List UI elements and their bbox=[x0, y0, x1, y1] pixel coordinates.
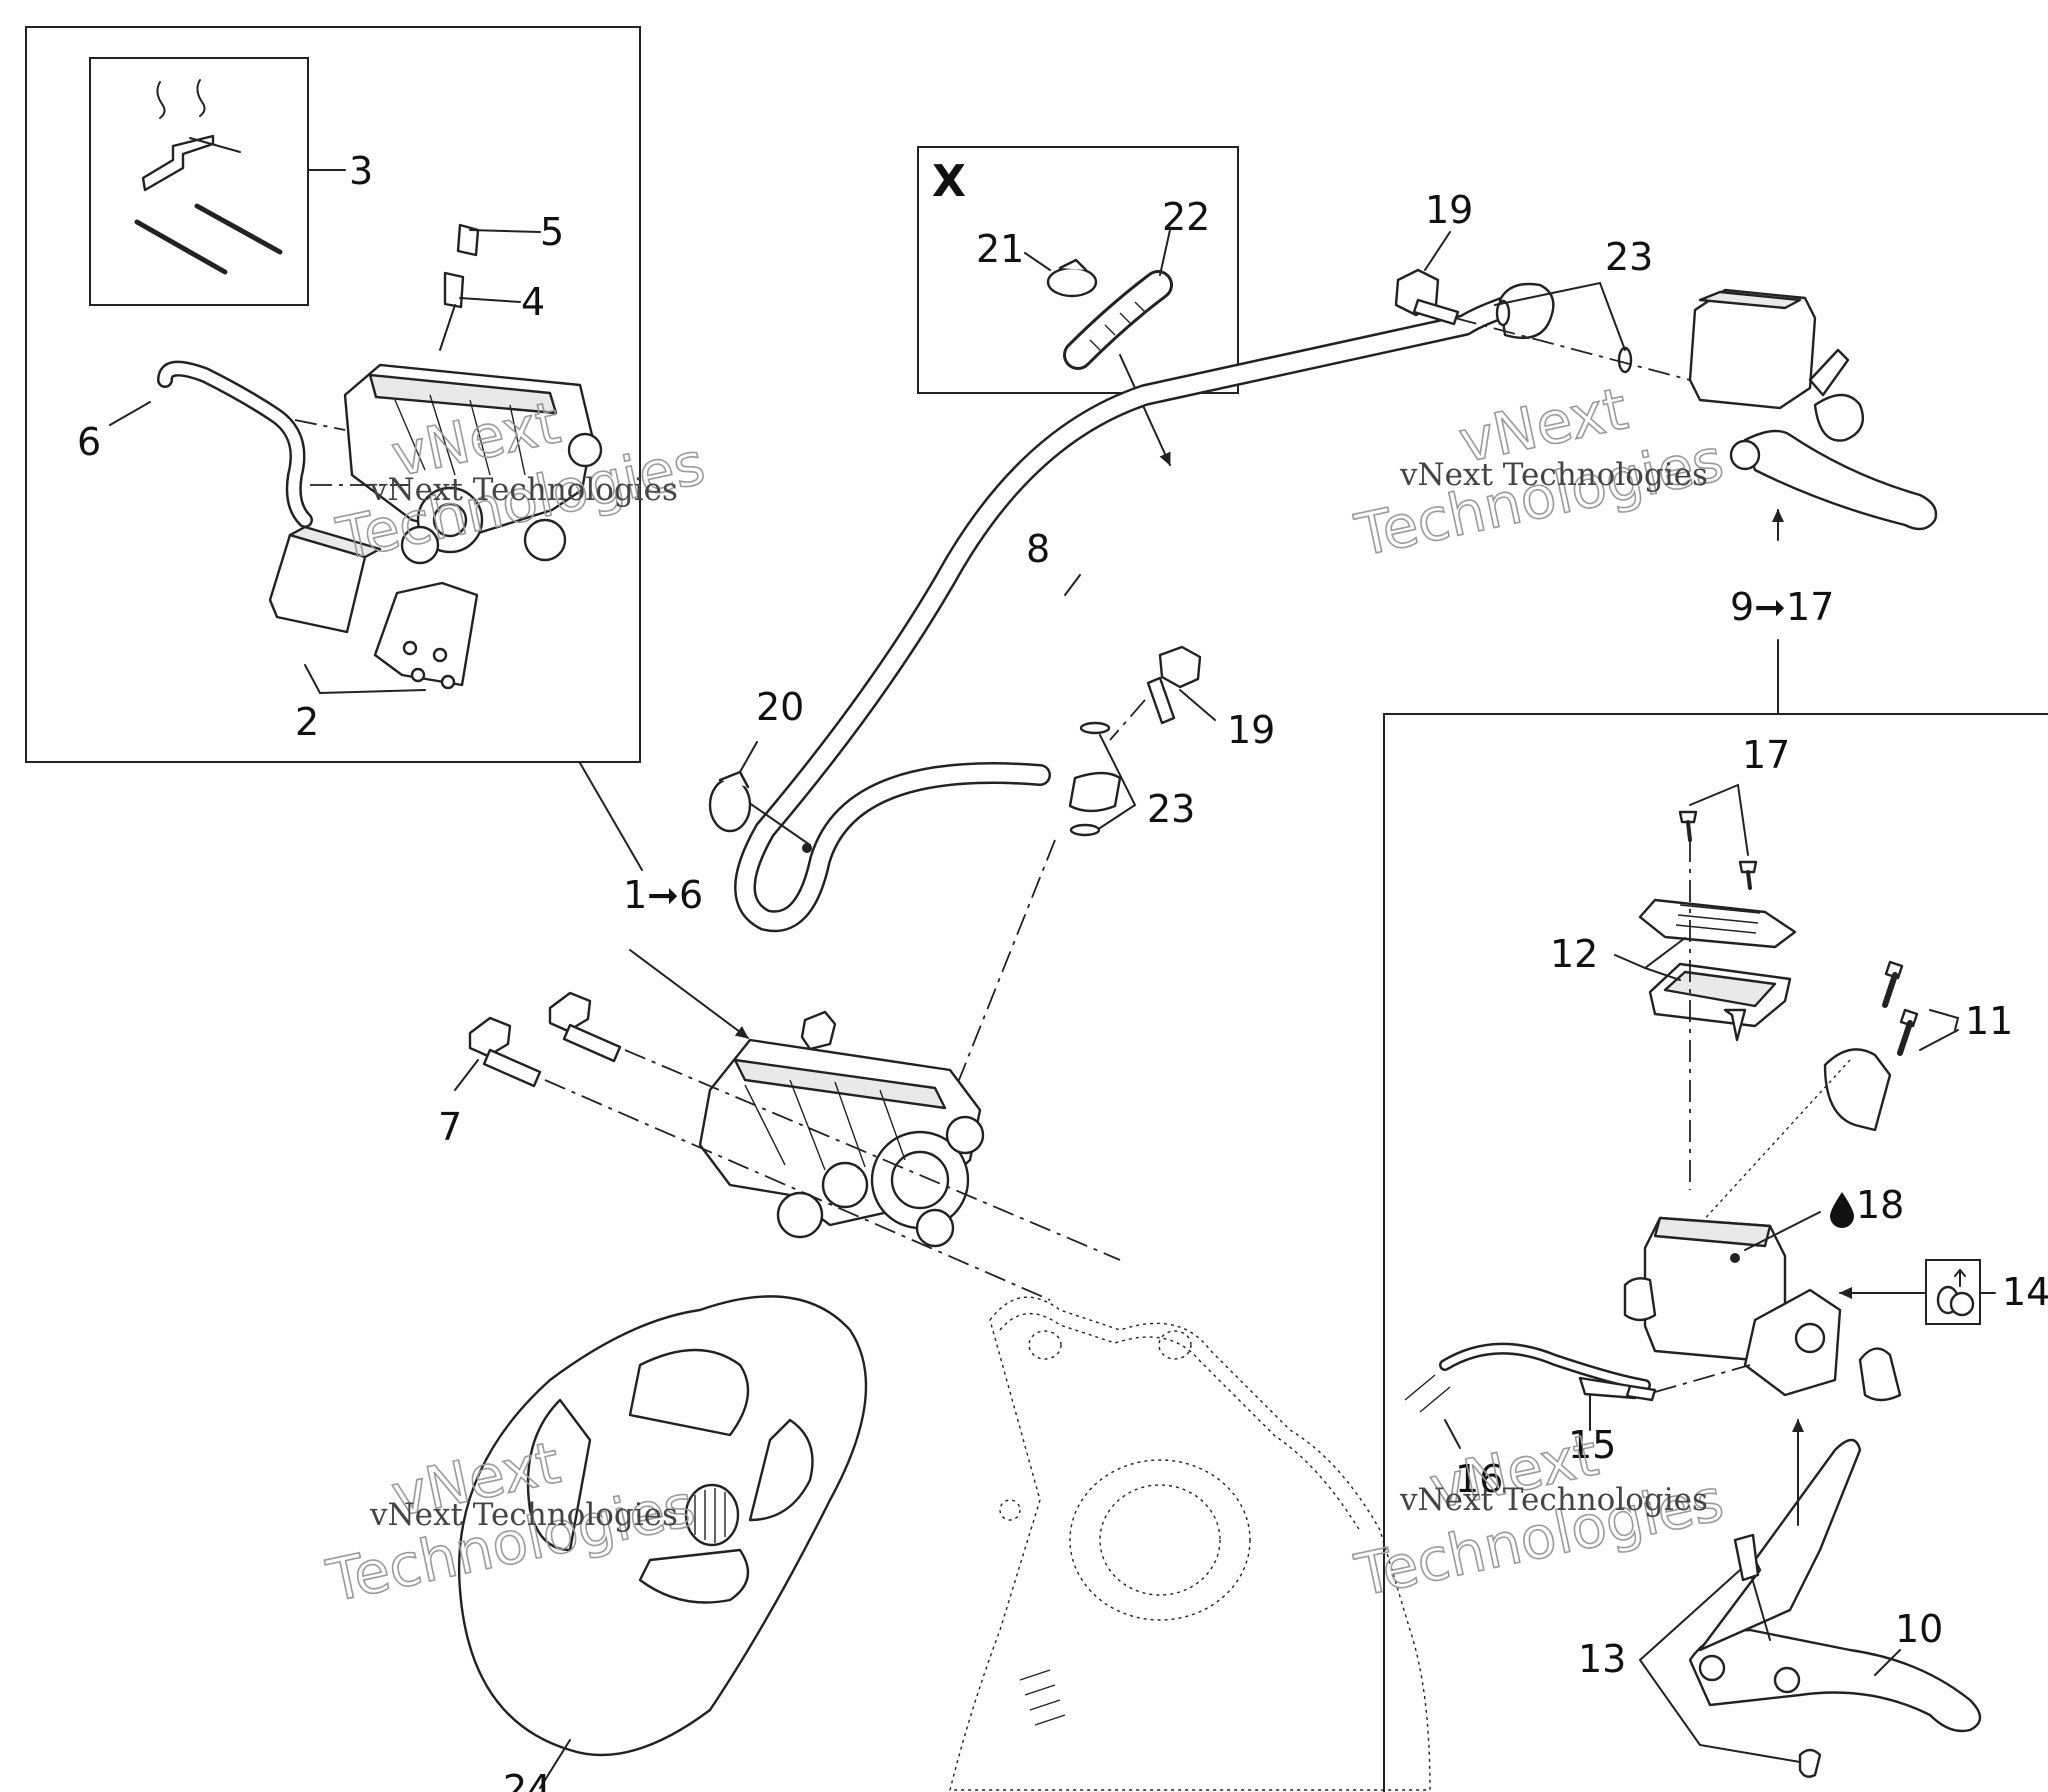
callout-14: 14 bbox=[2002, 1270, 2048, 1314]
caliper-kit-frame bbox=[25, 26, 641, 763]
callout-20: 20 bbox=[756, 685, 804, 729]
callout-16: 16 bbox=[1455, 1457, 1503, 1501]
brake-caliper-kit-drawing bbox=[343, 223, 603, 565]
fluid-drop-icon bbox=[1830, 1192, 1854, 1228]
master-cylinder-kit-drawing bbox=[1404, 783, 1996, 1778]
pad-hardware-kit bbox=[134, 79, 346, 275]
brake-hose-8-drawing bbox=[734, 282, 1555, 933]
detail-x-label: X bbox=[932, 156, 966, 207]
master-cylinder-assembled-drawing bbox=[1688, 288, 1938, 715]
hose-clamp-20-drawing bbox=[708, 741, 758, 833]
pad-hardware-frame bbox=[89, 57, 309, 306]
brake-pipe-6-drawing bbox=[109, 360, 410, 528]
callout-7: 7 bbox=[438, 1105, 462, 1149]
brake-pads-drawing bbox=[268, 525, 479, 695]
callout-4: 4 bbox=[521, 280, 545, 324]
callout-6: 6 bbox=[77, 420, 101, 464]
swing-arm-drawing bbox=[949, 1296, 1431, 1791]
detail-x-frame bbox=[917, 146, 1239, 394]
master-cylinder-kit-frame bbox=[1383, 713, 2048, 1792]
brake-disc-24-drawing bbox=[457, 1295, 868, 1789]
watermark-small: vNext Technologies bbox=[369, 472, 678, 508]
callout-19-mid: 19 bbox=[1227, 708, 1275, 752]
brake-caliper-main-drawing bbox=[579, 762, 985, 1248]
callout-21: 21 bbox=[976, 227, 1024, 271]
callout-13: 13 bbox=[1578, 1637, 1626, 1681]
watermark-small: vNext Technologies bbox=[369, 1497, 678, 1533]
callout-23-top: 23 bbox=[1605, 235, 1653, 279]
callout-12: 12 bbox=[1550, 932, 1598, 976]
callout-24: 24 bbox=[503, 1767, 551, 1792]
callout-3: 3 bbox=[349, 149, 373, 193]
callout-11: 11 bbox=[1965, 999, 2013, 1043]
callout-18: 18 bbox=[1856, 1183, 1904, 1227]
caliper-bolts-7-drawing bbox=[454, 991, 1121, 1301]
callout-9-17: 9➞17 bbox=[1730, 585, 1834, 629]
callout-5: 5 bbox=[540, 210, 564, 254]
callout-8: 8 bbox=[1026, 527, 1050, 571]
banjo-bolts-washers-drawing bbox=[954, 231, 1691, 1091]
callout-22: 22 bbox=[1162, 195, 1210, 239]
callout-1-6: 1➞6 bbox=[623, 873, 703, 917]
callout-23-mid: 23 bbox=[1147, 787, 1195, 831]
callout-2: 2 bbox=[295, 700, 319, 744]
callout-10: 10 bbox=[1895, 1607, 1943, 1651]
callout-17: 17 bbox=[1742, 733, 1790, 777]
watermark-small: vNext Technologies bbox=[1399, 457, 1708, 493]
detail-x-drawing bbox=[1024, 229, 1173, 466]
watermark-small: vNext Technologies bbox=[1399, 1482, 1708, 1518]
callout-15: 15 bbox=[1568, 1423, 1616, 1467]
callout-19-top: 19 bbox=[1425, 188, 1473, 232]
